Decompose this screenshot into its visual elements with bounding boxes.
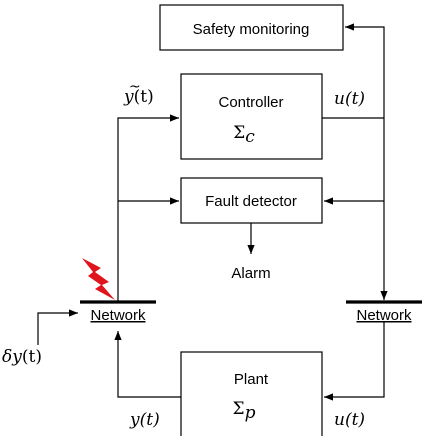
controller-symbol: Σc [233,123,255,147]
controller-block: Controller Σc [180,73,323,160]
safety-monitoring-block: Safety monitoring [159,4,344,51]
plant-label: Plant [234,371,269,388]
delta-y-label: δy(t) [2,347,42,367]
right-network-label: Network [356,307,412,324]
delta-y-arrow [37,309,78,345]
y-output-label: y(t) [129,410,160,430]
controller-input-arrow [117,114,179,301]
fault-detector-label: Fault detector [205,193,297,210]
lightning-bolt-icon [82,258,115,300]
controller-label: Controller [218,94,283,111]
plant-block: Plant Σp [180,351,323,436]
left-network: Network [80,300,156,324]
plant-input-arrow [324,322,385,401]
y-tilde-accent: ~ [129,79,141,95]
safety-input-arrow [345,23,385,118]
y-tilde-label: y(t) [123,87,154,107]
plant-output-arrow [114,331,181,398]
left-network-label: Network [90,307,146,324]
plant-symbol: Σp [233,399,256,423]
fault-detector-block: Fault detector [180,177,323,224]
wires [37,23,388,401]
right-network: Network [346,300,422,324]
u-top-label: u(t) [334,89,365,109]
u-bottom-label: u(t) [334,410,365,430]
alarm-label: Alarm [231,265,270,282]
safety-monitoring-label: Safety monitoring [193,21,310,38]
